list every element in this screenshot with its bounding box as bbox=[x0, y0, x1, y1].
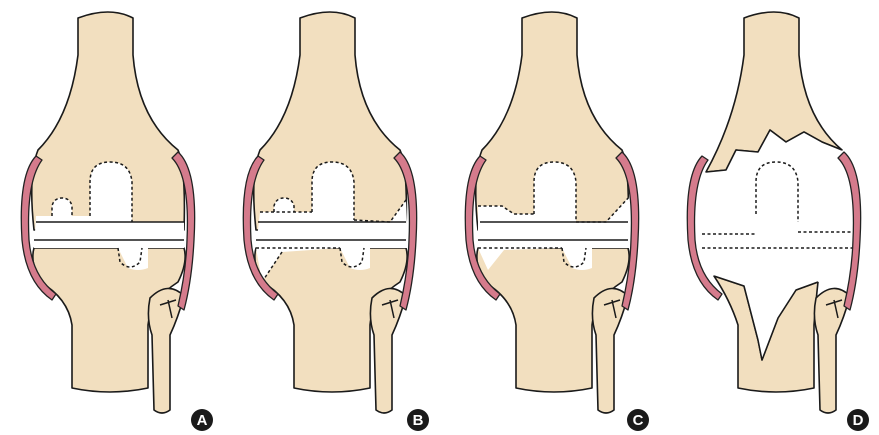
panel-label-c: C bbox=[627, 409, 649, 431]
panel-a: A bbox=[21, 12, 213, 431]
panel-label-d: D bbox=[847, 409, 869, 431]
label-text: B bbox=[413, 412, 424, 429]
panel-c: C bbox=[465, 12, 649, 431]
panel-label-a: A bbox=[191, 409, 213, 431]
label-text: D bbox=[853, 412, 864, 429]
label-text: C bbox=[633, 412, 644, 429]
panel-d: D bbox=[687, 12, 869, 431]
panel-label-b: B bbox=[407, 409, 429, 431]
panel-b: B bbox=[243, 12, 429, 431]
label-text: A bbox=[197, 412, 208, 429]
